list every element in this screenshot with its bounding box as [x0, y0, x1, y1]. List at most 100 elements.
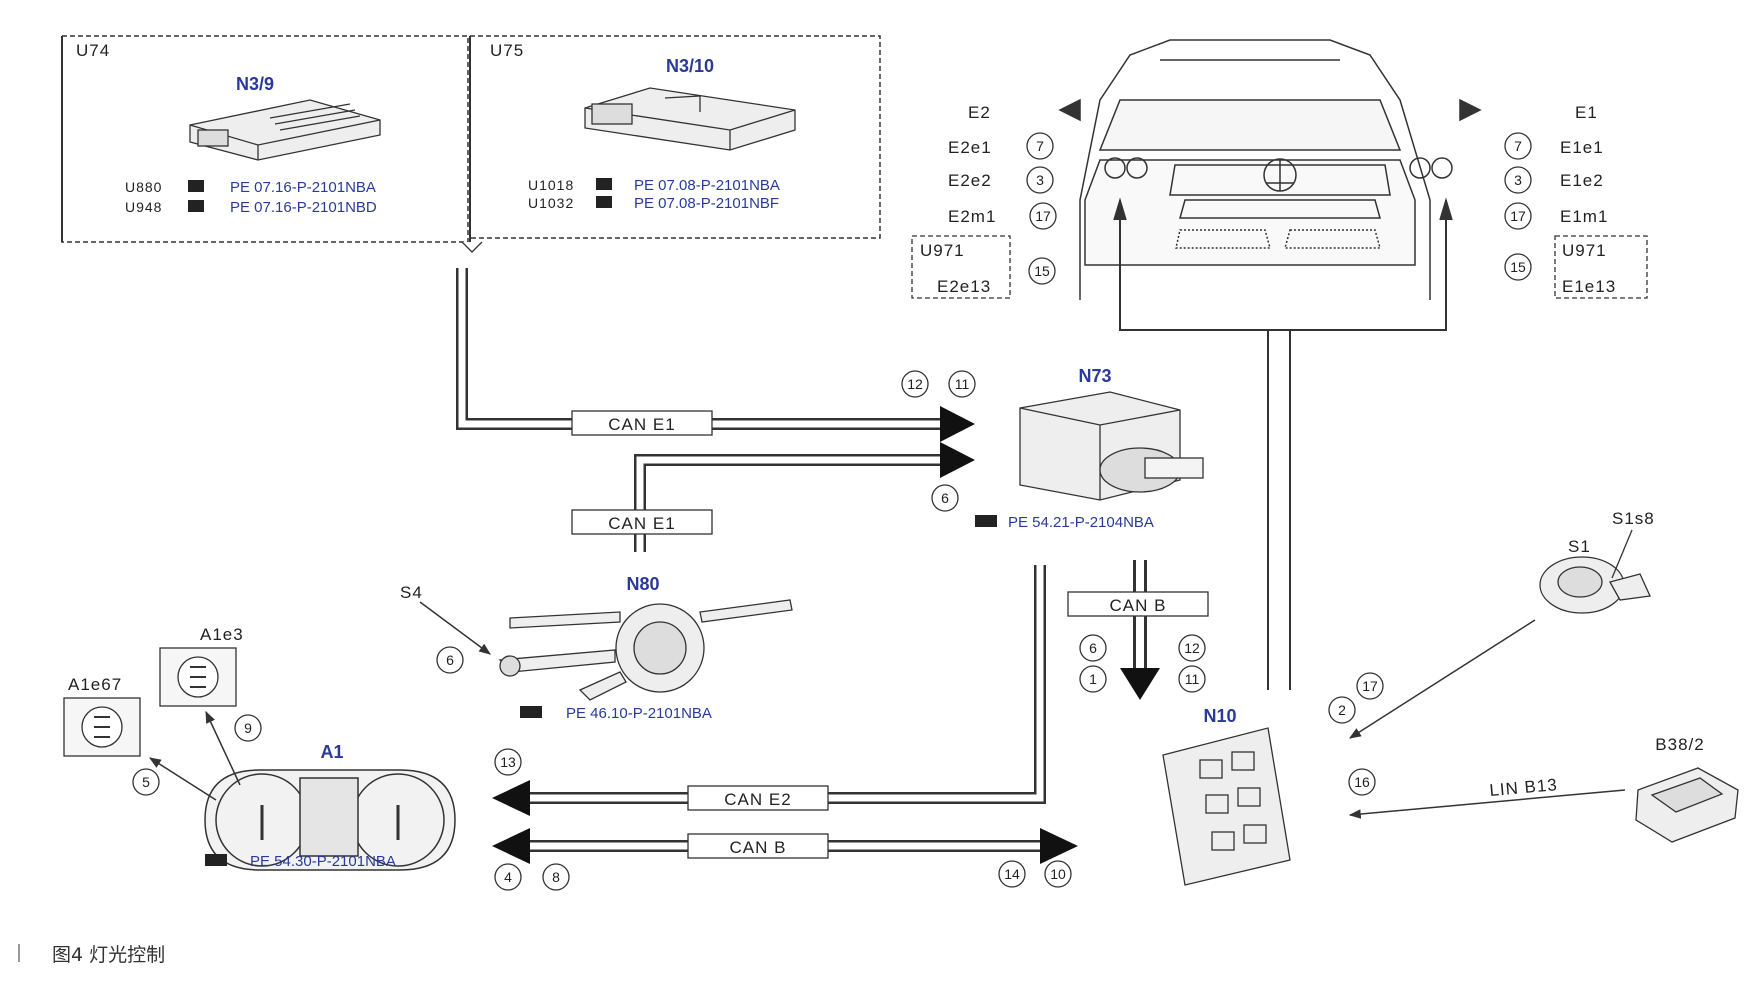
doc-icon	[188, 200, 204, 212]
doc-icon	[596, 196, 612, 208]
vehicle-right-labels: E1 7 E1e1 3 E1e2 17 E1m1 15 U971 E1e13	[1504, 103, 1648, 299]
lamp-item: E2m1	[948, 207, 996, 226]
u74-label: U74	[76, 41, 110, 60]
n73-ignition-switch: N73 PE 54.21-P-2104NBA	[975, 366, 1204, 531]
a1-label: A1	[320, 742, 343, 762]
a1e67-label: A1e67	[68, 675, 122, 694]
lamp-label: E1	[1575, 103, 1598, 122]
can-e1-lower-line: CAN E1 6	[571, 442, 975, 552]
signal-number: 7	[1036, 138, 1044, 154]
signal-number: 1	[1089, 671, 1097, 687]
b38-2-label: B38/2	[1655, 735, 1704, 754]
s4-label: S4	[400, 583, 423, 602]
lamp-item: E2e13	[937, 277, 991, 296]
doc-icon	[975, 515, 997, 527]
variant-label: U971	[1562, 241, 1607, 260]
lamp-item: E1e2	[1560, 171, 1604, 190]
signal-number: 8	[552, 869, 560, 885]
signal-number: 6	[1089, 640, 1097, 656]
caption-marker	[18, 944, 20, 962]
lamp-item: E1e13	[1562, 277, 1616, 296]
n73-label: N73	[1078, 366, 1111, 386]
n3-9-ecu-icon	[189, 99, 381, 161]
can-e1-top-line: CAN E1 12 11	[456, 268, 976, 442]
n3-9-label: N3/9	[236, 74, 274, 94]
n3-10-ecu-icon	[584, 87, 796, 151]
lamp-item: E2e1	[948, 138, 992, 157]
ref-code: U1018	[528, 177, 574, 193]
signal-number: 16	[1354, 774, 1370, 790]
ref-code: U1032	[528, 195, 574, 211]
signal-number: 11	[955, 376, 970, 392]
doc-icon	[205, 854, 227, 866]
can-b-vertical-label: CAN B	[1110, 596, 1167, 615]
a1e67-indicator: A1e67 5	[63, 675, 217, 801]
signal-number: 14	[1004, 866, 1020, 882]
s1-label: S1	[1568, 537, 1591, 556]
u75-refs: U1018 PE 07.08-P-2101NBA U1032 PE 07.08-…	[528, 177, 780, 212]
can-e1-top-label: CAN E1	[608, 415, 675, 434]
n3-10-label: N3/10	[666, 56, 714, 76]
u75-box: U75 N3/10 U1018 PE 07.08-P-2101NBA U1032…	[461, 35, 881, 253]
can-e1-lower-label: CAN E1	[608, 514, 675, 533]
ref-doc: PE 07.16-P-2101NBA	[230, 179, 376, 196]
signal-badge	[901, 370, 929, 398]
signal-number: 17	[1510, 208, 1526, 224]
ref-doc: PE 07.16-P-2101NBD	[230, 199, 377, 216]
signal-number: 5	[142, 774, 150, 790]
ref-doc: PE 07.08-P-2101NBA	[634, 177, 780, 194]
vehicle-left-labels: E2 E2e1 7 E2e2 3 E2m1 17 U971 E2e13 15	[911, 103, 1057, 299]
signal-number: 17	[1035, 208, 1051, 224]
signal-badge	[931, 484, 959, 512]
n80-label: N80	[626, 574, 659, 594]
vehicle-front-view	[1058, 39, 1482, 690]
signal-number: 7	[1514, 138, 1522, 154]
signal-number: 15	[1034, 263, 1050, 279]
signal-number: 15	[1510, 259, 1526, 275]
can-e2-line: CAN E2 13	[492, 565, 1046, 816]
doc-icon	[188, 180, 204, 192]
can-b-bottom-line: CAN B 4 8 14 10	[492, 828, 1078, 891]
doc-icon	[596, 178, 612, 190]
n10-label: N10	[1203, 706, 1236, 726]
n80-doc: PE 46.10-P-2101NBA	[566, 705, 712, 722]
a1e3-indicator: A1e3 9	[159, 625, 262, 786]
a1-instrument-cluster: A1 PE 54.30-P-2101NBA	[204, 742, 456, 871]
variant-label: U971	[920, 241, 965, 260]
signal-number: 17	[1362, 678, 1378, 694]
can-e2-label: CAN E2	[724, 790, 791, 809]
n80-steering-switch: N80 S4 6 PE 46.10-P-2101NBA	[400, 574, 793, 722]
s1s8-label: S1s8	[1612, 509, 1655, 528]
ref-code: U948	[125, 199, 162, 215]
s1-light-switch: S1s8 S1 17 2	[1328, 509, 1655, 739]
lamp-item: E1m1	[1560, 207, 1608, 226]
signal-number: 13	[500, 754, 516, 770]
can-b-bottom-label: CAN B	[730, 838, 787, 857]
u74-box: U74 N3/9 U880 PE 07.16-P-2101NBA U948 PE…	[61, 35, 471, 243]
doc-icon	[520, 706, 542, 718]
n10-module: N10	[1162, 706, 1291, 886]
signal-number: 10	[1050, 866, 1066, 882]
signal-number: 9	[244, 720, 252, 736]
signal-number: 12	[1184, 640, 1200, 656]
lamp-item: E1e1	[1560, 138, 1604, 157]
signal-number: 2	[1338, 702, 1346, 718]
lamp-label: E2	[968, 103, 991, 122]
ref-code: U880	[125, 179, 162, 195]
n73-doc: PE 54.21-P-2104NBA	[1008, 514, 1154, 531]
signal-number: 11	[1185, 671, 1200, 687]
signal-number: 3	[1514, 172, 1522, 188]
u74-refs: U880 PE 07.16-P-2101NBA U948 PE 07.16-P-…	[125, 179, 377, 216]
ref-doc: PE 07.08-P-2101NBF	[634, 195, 779, 212]
signal-badge	[948, 370, 976, 398]
lamp-item: E2e2	[948, 171, 992, 190]
can-b-vertical: CAN B 6 12 1 11	[1067, 560, 1209, 700]
signal-number: 3	[1036, 172, 1044, 188]
signal-number: 4	[504, 869, 512, 885]
b38-2-sensor: B38/2 LIN B13 16	[1348, 735, 1739, 843]
a1e3-label: A1e3	[200, 625, 244, 644]
signal-number: 12	[907, 376, 923, 392]
signal-number: 6	[941, 490, 949, 506]
figure-caption: 图4 灯光控制	[52, 944, 166, 966]
